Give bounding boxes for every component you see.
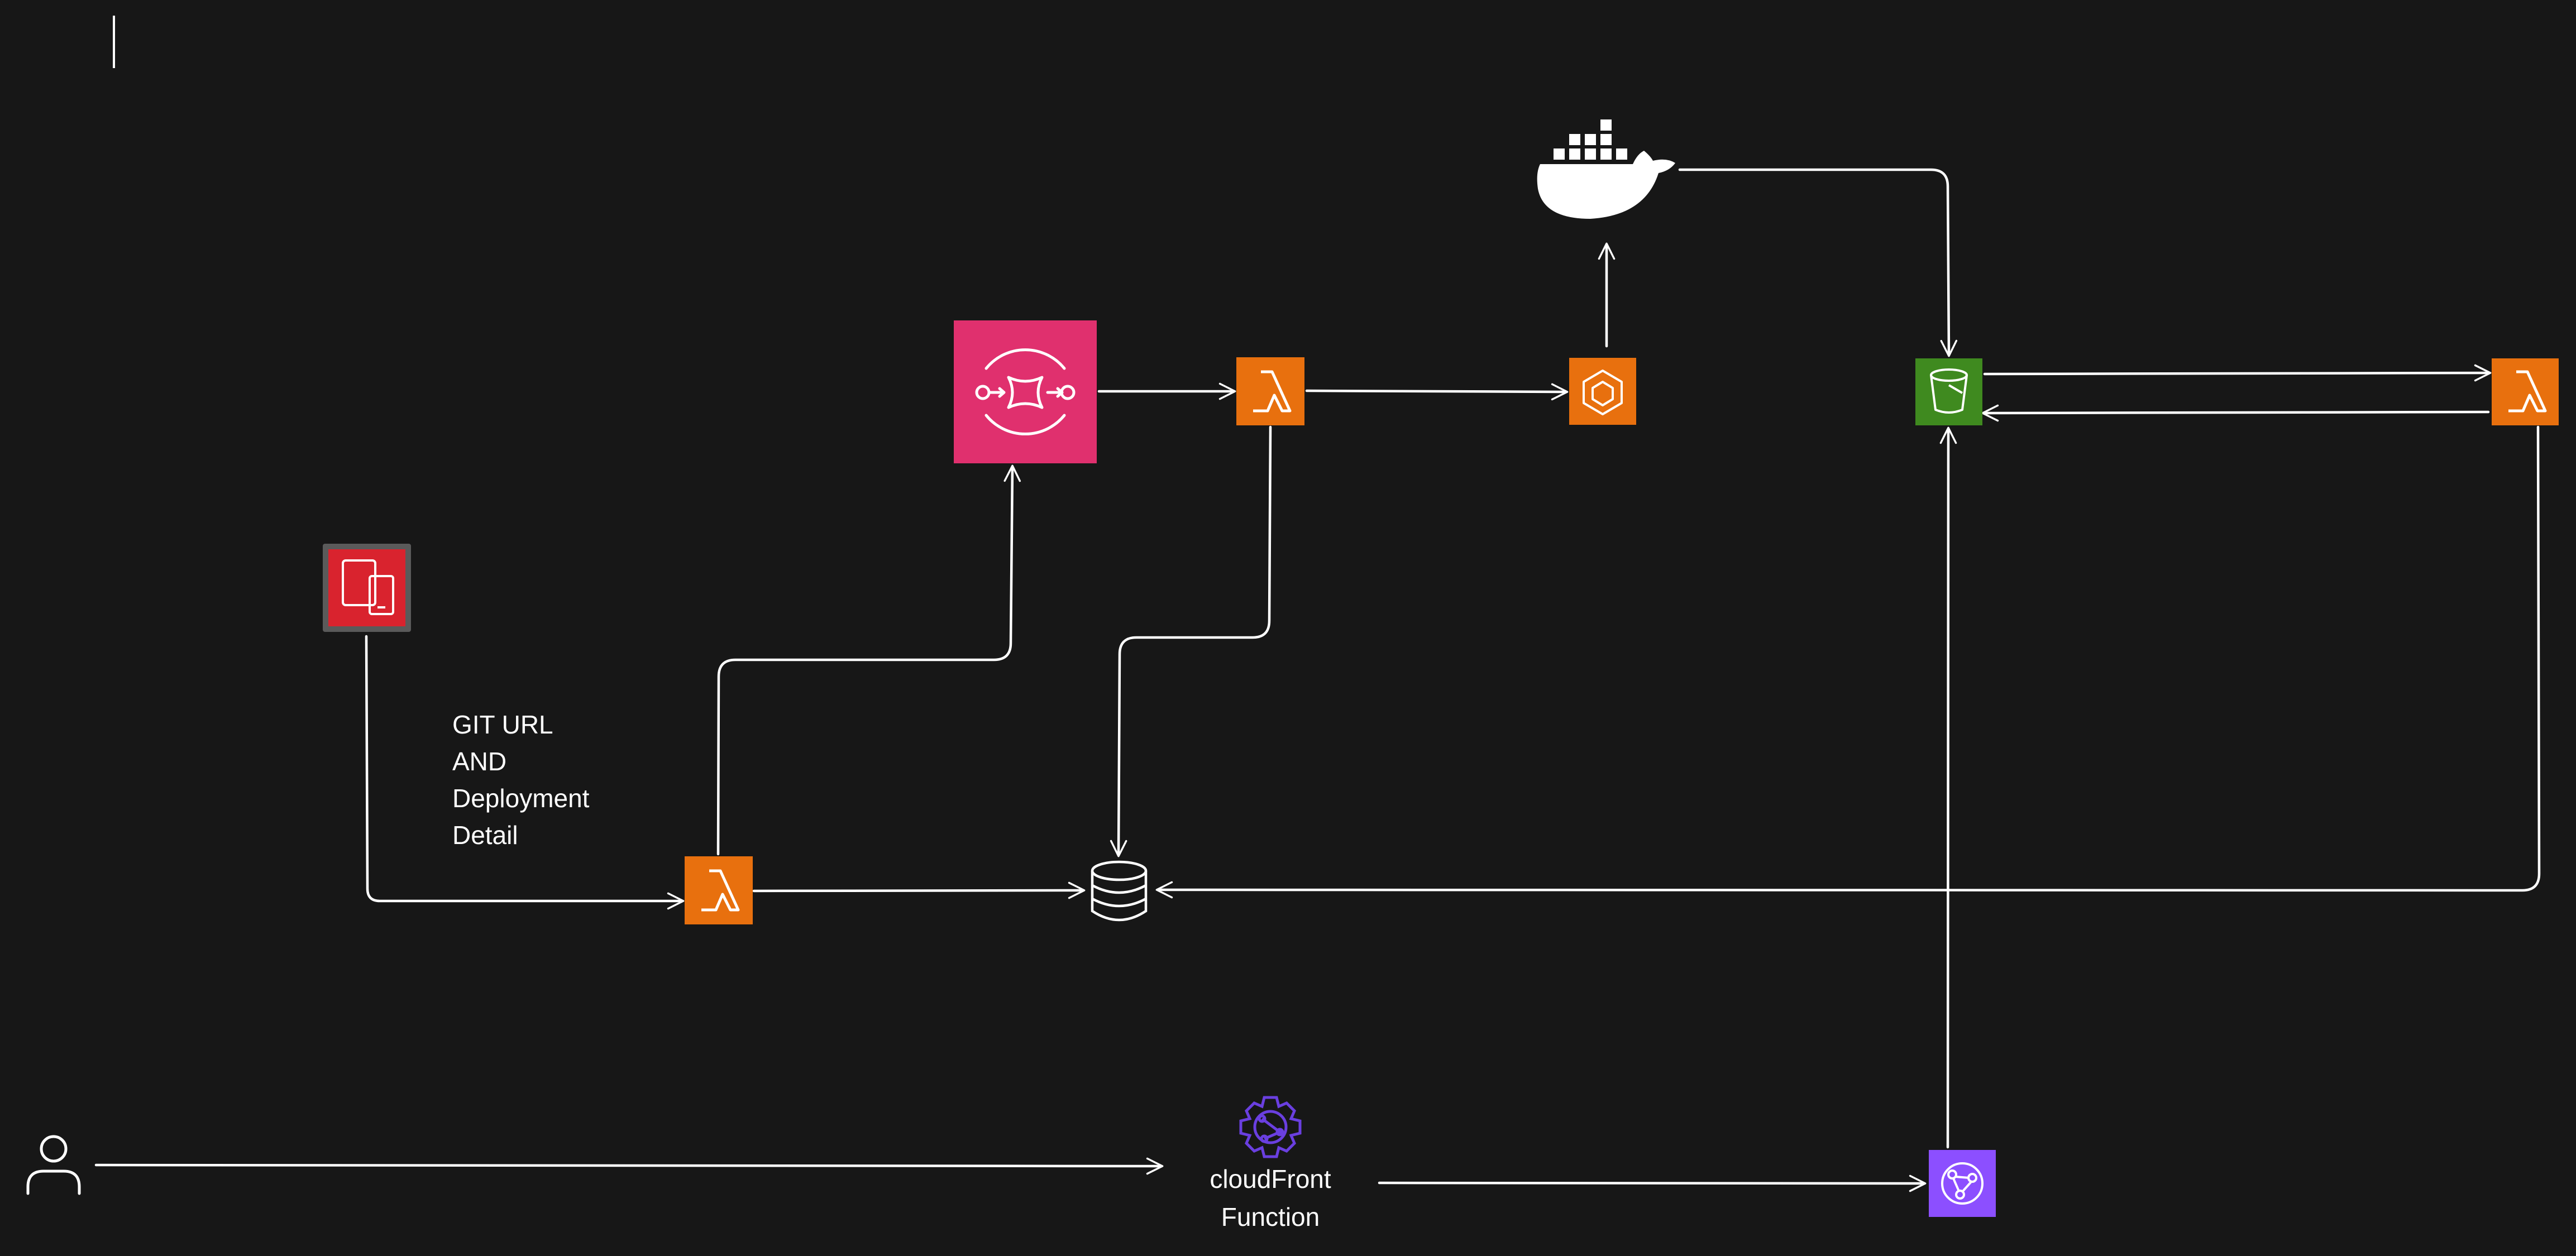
s3-bucket-icon	[1915, 358, 1982, 425]
git-url-label: GIT URL AND Deployment Detail	[452, 710, 590, 850]
gear-network-icon	[1239, 1096, 1302, 1158]
cloudfront-function-label: cloudFront Function	[1210, 1164, 1331, 1231]
svg-text:Function: Function	[1221, 1202, 1320, 1231]
sqs-queue-icon	[954, 320, 1097, 463]
svg-text:AND: AND	[452, 747, 506, 776]
lambda-icon	[2492, 358, 2559, 425]
connector-user-to-function	[94, 1157, 1164, 1175]
svg-text:Detail: Detail	[452, 821, 518, 850]
connector-lambda-to-ecs	[1305, 383, 1569, 401]
svg-text:cloudFront: cloudFront	[1210, 1164, 1331, 1193]
ecs-container-icon	[1569, 358, 1636, 425]
connector-lambda-to-s3	[1981, 404, 2490, 422]
user-person-icon	[26, 1135, 81, 1195]
connector-lambda-to-database-3	[1155, 425, 2541, 899]
connector-amplify-to-lambda	[365, 635, 685, 910]
connector-docker-to-s3	[1678, 168, 1958, 357]
docker-whale-icon	[1537, 119, 1675, 219]
amplify-device-icon	[323, 544, 411, 632]
connector-lambda-to-database	[752, 881, 1086, 899]
svg-text:Deployment: Deployment	[452, 784, 590, 813]
connector-lambda-to-sqs	[716, 464, 1021, 856]
lambda-icon	[685, 856, 753, 924]
cloudfront-globe-icon	[1929, 1150, 1996, 1217]
connector-s3-to-lambda	[1983, 364, 2492, 382]
connector-lambda-to-database-2	[1110, 425, 1272, 857]
svg-text:GIT URL: GIT URL	[452, 710, 553, 739]
lambda-icon	[1236, 357, 1304, 425]
database-cylinder-icon	[1091, 860, 1148, 922]
